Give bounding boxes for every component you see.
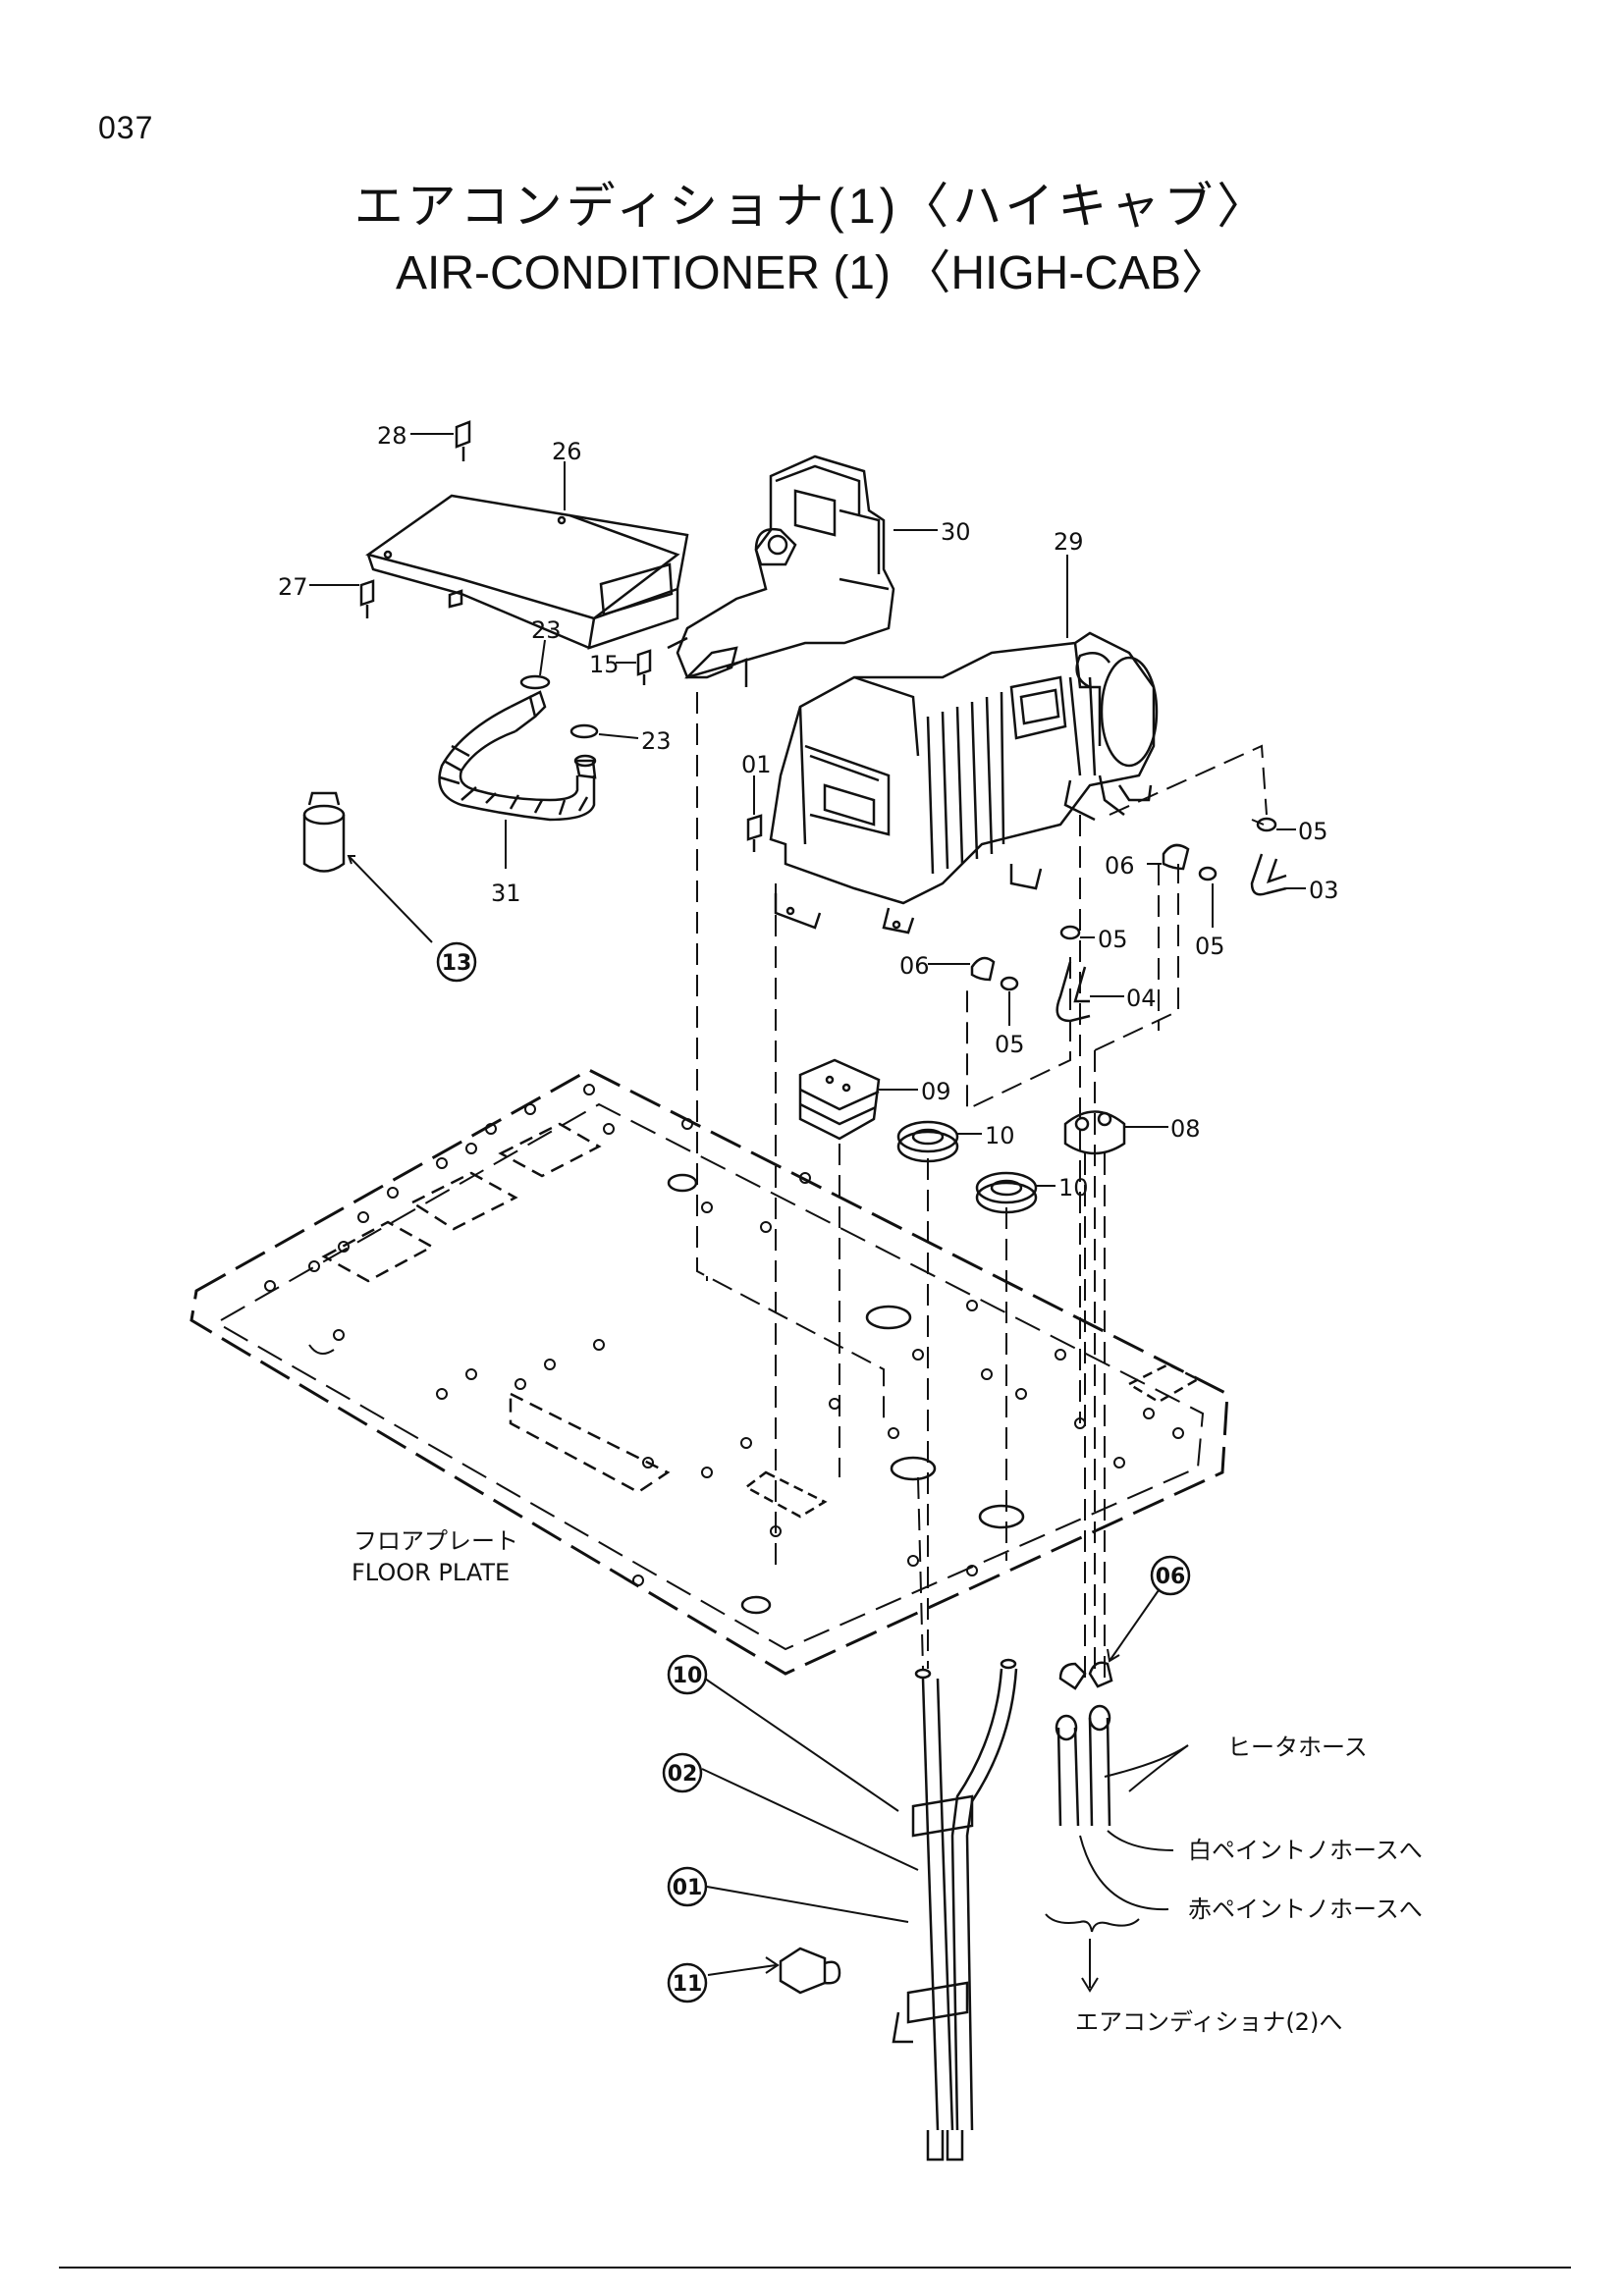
air-duct-drawing (365, 494, 689, 650)
part-label-05-d: 05 (995, 1031, 1025, 1058)
drain-hose-drawing (438, 690, 597, 822)
part-label-30: 30 (941, 518, 971, 546)
leader-lines (309, 433, 1306, 1993)
part-labels: 28 26 27 30 29 23 15 23 01 31 05 06 05 0… (278, 422, 1339, 1201)
part-label-03: 03 (1309, 877, 1339, 904)
part-label-15: 15 (589, 651, 620, 678)
svg-text:13: 13 (442, 951, 472, 976)
callout-10: 10 (667, 1654, 708, 1695)
floor-plate-label-en: FLOOR PLATE (352, 1559, 510, 1586)
routing-lines (696, 692, 1268, 1679)
part-label-05-b: 05 (1195, 933, 1225, 960)
part-label-05-a: 05 (1298, 818, 1328, 845)
blower-unit-drawing (667, 454, 895, 687)
page-number: 037 (98, 110, 154, 145)
circled-callouts: 13 06 10 02 01 11 (436, 941, 1191, 2003)
lower-hoses-drawing (779, 1658, 1113, 2162)
part-label-05-c: 05 (1098, 926, 1128, 953)
callout-01: 01 (667, 1866, 708, 1907)
callout-02: 02 (662, 1752, 703, 1793)
part-label-04: 04 (1126, 985, 1157, 1012)
floor-plate-label-jp: フロアプレート (353, 1527, 518, 1555)
part-label-28: 28 (377, 422, 407, 450)
svg-text:06: 06 (1156, 1565, 1186, 1589)
part-label-08: 08 (1170, 1115, 1201, 1143)
note-to-aircon-2: エアコンディショナ(2)へ (1075, 2008, 1342, 2036)
floor-plate-drawing (189, 1068, 1229, 1676)
part-label-31: 31 (491, 880, 521, 907)
part-label-06-b: 06 (899, 952, 930, 980)
part-label-01: 01 (741, 751, 772, 778)
svg-text:02: 02 (668, 1762, 698, 1787)
diagram-notes: フロアプレート FLOOR PLATE ヒータホース 白ペイントノホースへ 赤ペ… (352, 1527, 1423, 2036)
note-red-paint-hose: 赤ペイントノホースへ (1188, 1896, 1423, 1923)
part-label-10-a: 10 (985, 1122, 1015, 1149)
note-white-paint-hose: 白ペイントノホースへ (1188, 1837, 1423, 1864)
part-label-23-upper: 23 (531, 616, 562, 644)
part-label-09: 09 (921, 1078, 951, 1105)
svg-text:01: 01 (673, 1876, 703, 1900)
part-label-26: 26 (552, 438, 582, 465)
part-label-29: 29 (1054, 528, 1084, 556)
title-japanese: エアコンディショナ(1)〈ハイキャブ〉 (353, 179, 1271, 234)
title-english: AIR-CONDITIONER (1) 〈HIGH-CAB〉 (395, 247, 1229, 299)
callout-13: 13 (436, 941, 477, 983)
part-label-10-b: 10 (1058, 1174, 1089, 1201)
part-label-27: 27 (278, 573, 308, 601)
svg-text:11: 11 (673, 1972, 703, 1997)
part-label-23-lower: 23 (641, 727, 672, 755)
part-label-06-a: 06 (1105, 852, 1135, 880)
callout-11: 11 (667, 1962, 708, 2003)
main-ac-unit-drawing (769, 631, 1159, 934)
callout-06: 06 (1150, 1555, 1191, 1596)
receiver-drier-drawing (302, 791, 346, 873)
note-heater-hose: ヒータホース (1227, 1734, 1368, 1761)
svg-text:10: 10 (673, 1664, 703, 1688)
small-parts-drawing (359, 420, 1287, 1214)
